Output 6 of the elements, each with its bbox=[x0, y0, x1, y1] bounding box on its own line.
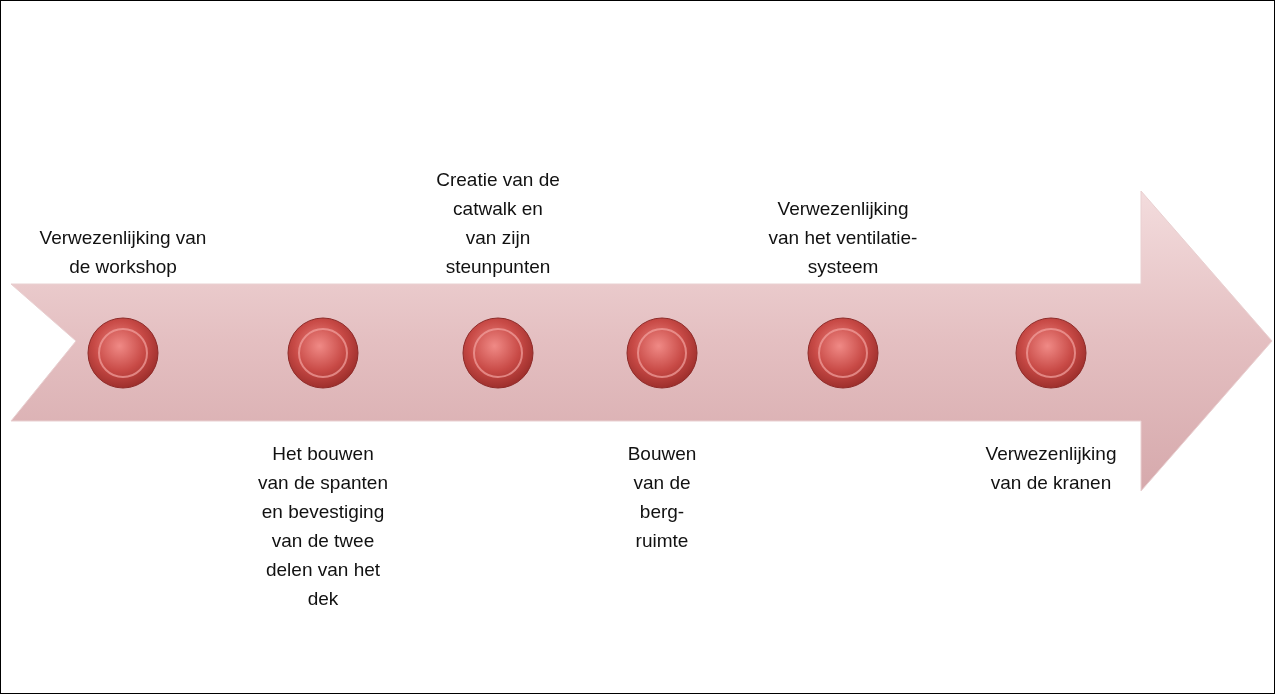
milestone-caption: Creatie van de catwalk en van zijn steunpunten bbox=[435, 168, 561, 279]
milestone-caption: Het bouwen van de spanten en bevestiging van de twee delen van het dek bbox=[258, 442, 388, 611]
milestone-caption: Verwezenlijking van het ventilatie-systeem bbox=[767, 197, 919, 279]
milestone-caption: Bouwen van de berg-ruimte bbox=[626, 442, 698, 553]
milestone-caption: Verwezenlijking van de workshop bbox=[38, 226, 208, 279]
milestone-caption: Verwezenlijking van de kranen bbox=[984, 442, 1118, 495]
